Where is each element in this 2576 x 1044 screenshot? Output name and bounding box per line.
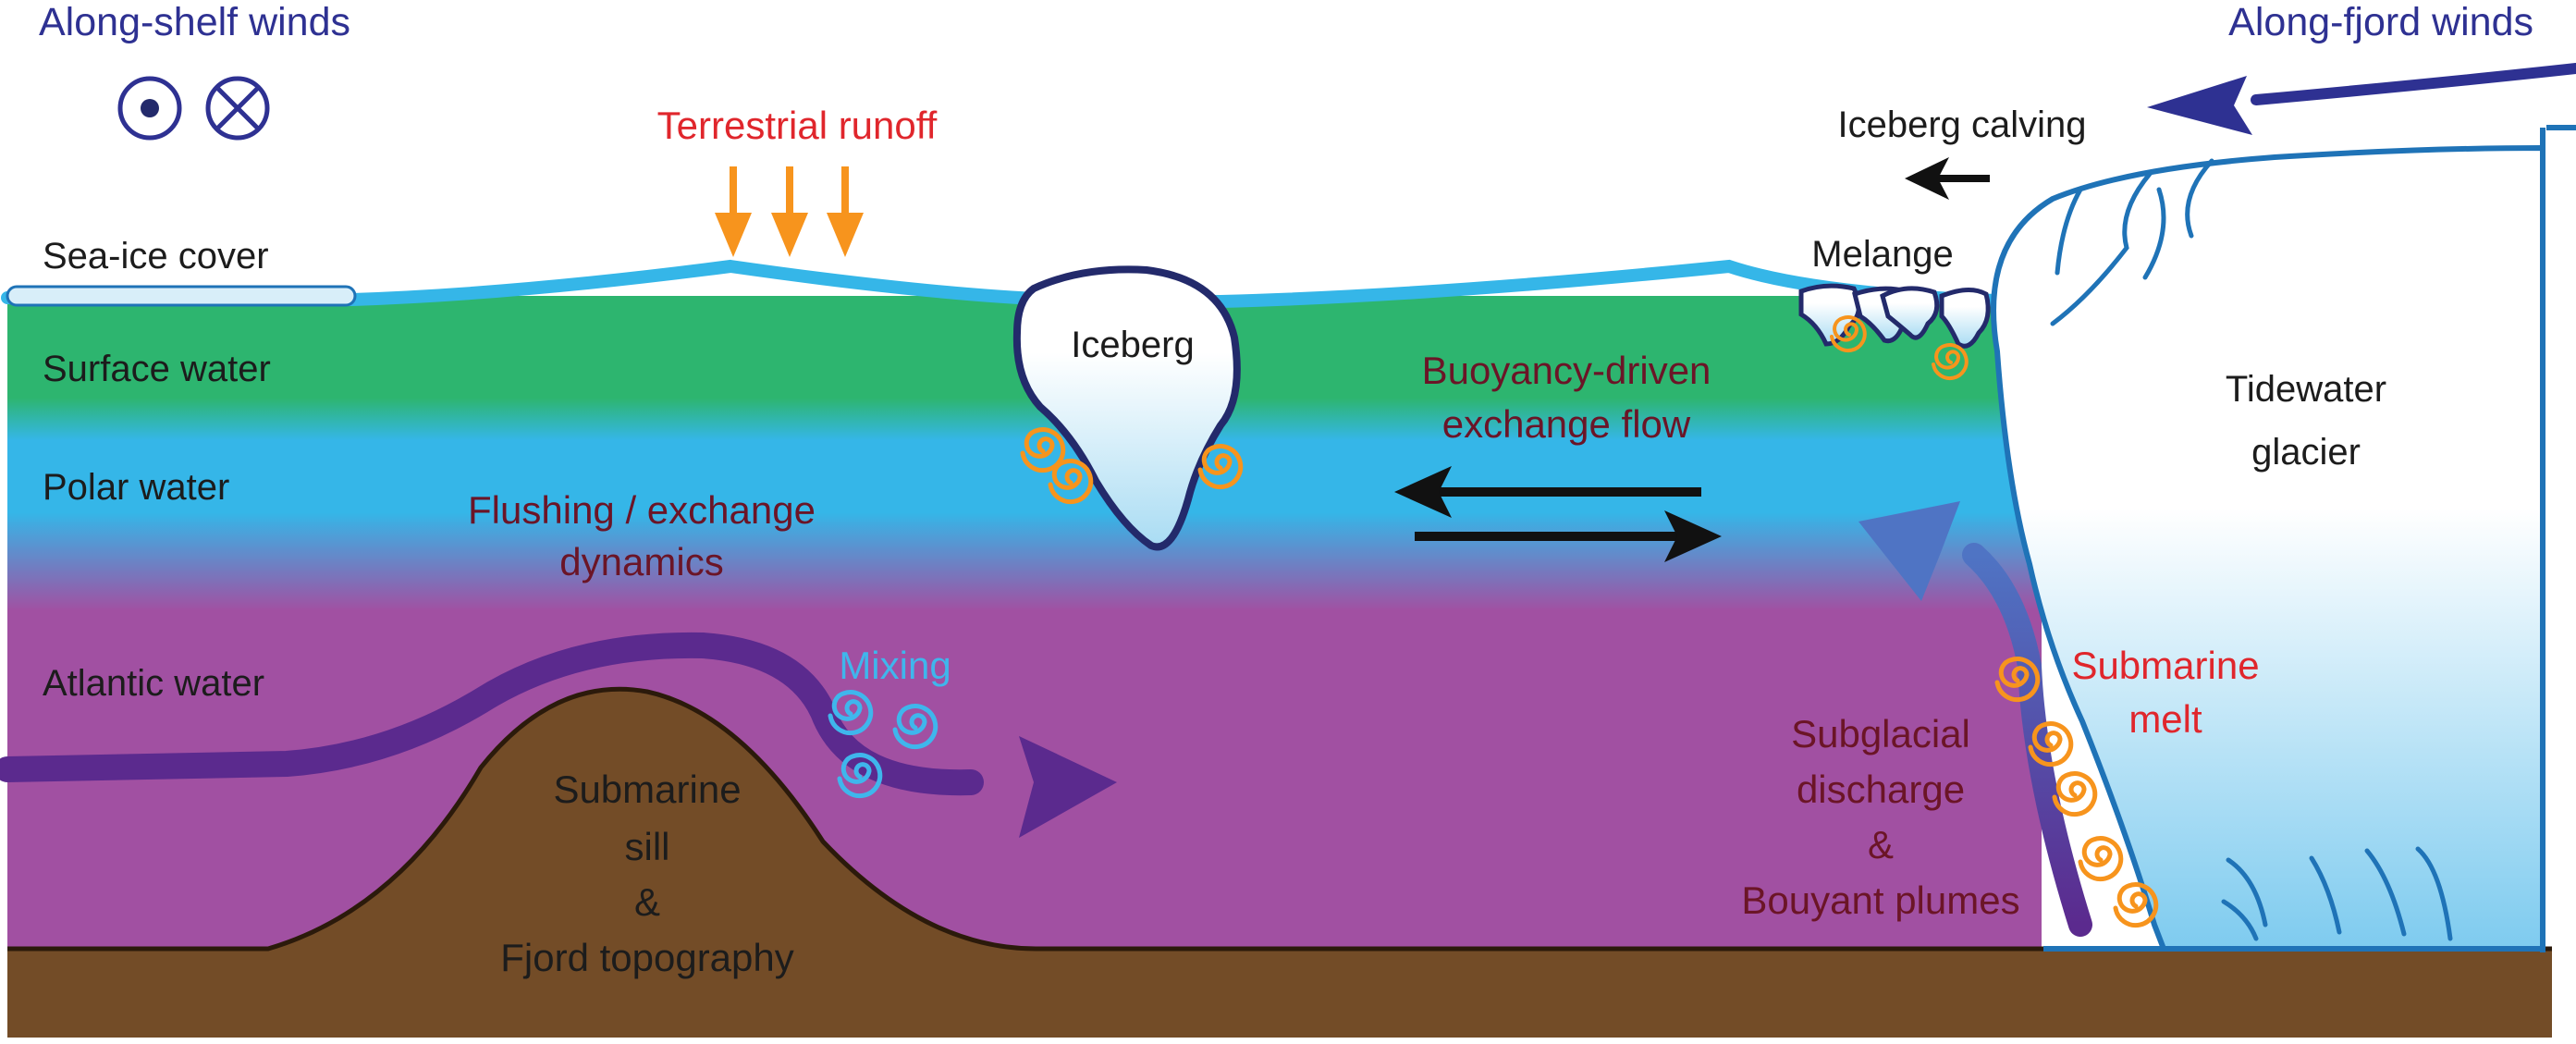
atlantic-inflow-arrowhead: [1019, 736, 1117, 838]
label-tidewater-line2: glacier: [2251, 432, 2361, 473]
label-tidewater-line1: Tidewater: [2226, 369, 2386, 410]
label-buoyancy-line1: Buoyancy-driven: [1422, 349, 1711, 392]
exchange-arrow-outflow-head: [1394, 466, 1452, 518]
plume-arrowhead: [1858, 501, 1960, 601]
glacier-crevasses: [2050, 158, 2453, 941]
label-sill-line2: sill: [625, 825, 670, 868]
label-iceberg-calving: Iceberg calving: [1837, 104, 2086, 145]
label-melange: Melange: [1811, 234, 1953, 275]
melange-melt-swirls: [1830, 315, 1969, 381]
atlantic-inflow-current: [0, 632, 984, 796]
label-terrestrial-runoff: Terrestrial runoff: [657, 104, 938, 147]
label-surface-water: Surface water: [43, 349, 271, 389]
label-sill-line3: &: [634, 880, 660, 924]
label-flushing-line2: dynamics: [559, 540, 723, 583]
iceberg-shape: [1012, 265, 1241, 551]
sea-ice-cover-bar: [6, 285, 357, 307]
submarine-melt-swirls: [1994, 657, 2159, 928]
along-fjord-wind-arrowhead: [2147, 76, 2252, 135]
iceberg-melt-swirls: [1020, 427, 1244, 505]
label-atlantic-water: Atlantic water: [43, 663, 264, 704]
mixing-swirls: [828, 690, 938, 799]
label-submarine-melt-line1: Submarine: [2071, 644, 2259, 687]
label-sea-ice-cover: Sea-ice cover: [43, 236, 269, 276]
label-sill-line4: Fjord topography: [500, 936, 794, 979]
label-subglacial-line3: &: [1868, 823, 1894, 866]
label-iceberg: Iceberg: [1071, 325, 1194, 365]
along-fjord-wind-arrow: [2251, 63, 2576, 105]
label-buoyancy-line2: exchange flow: [1442, 402, 1691, 446]
melange-ice: [1798, 283, 1991, 349]
calving-arrowhead: [1905, 157, 1949, 200]
runoff-arrows: [715, 166, 864, 257]
exchange-arrow-inflow-head: [1664, 510, 1722, 562]
label-along-shelf-winds: Along-shelf winds: [39, 0, 350, 44]
label-subglacial-line2: discharge: [1797, 768, 1965, 811]
tidewater-glacier: [1991, 144, 2545, 952]
buoyant-plume: [1962, 543, 2092, 937]
sill-outline: [7, 686, 2552, 952]
label-flushing-line1: Flushing / exchange: [468, 488, 816, 532]
wind-into-page-icon: [205, 76, 270, 141]
label-submarine-melt-line2: melt: [2128, 697, 2202, 741]
label-along-fjord-winds: Along-fjord winds: [2228, 0, 2533, 44]
label-sill-line1: Submarine: [553, 768, 741, 811]
label-subglacial-line1: Subglacial: [1791, 712, 1970, 755]
water-column: [7, 296, 2042, 952]
label-polar-water: Polar water: [43, 467, 229, 508]
label-mixing: Mixing: [839, 644, 951, 687]
wind-out-of-page-icon: [117, 76, 182, 141]
label-subglacial-line4: Bouyant plumes: [1741, 878, 2019, 922]
